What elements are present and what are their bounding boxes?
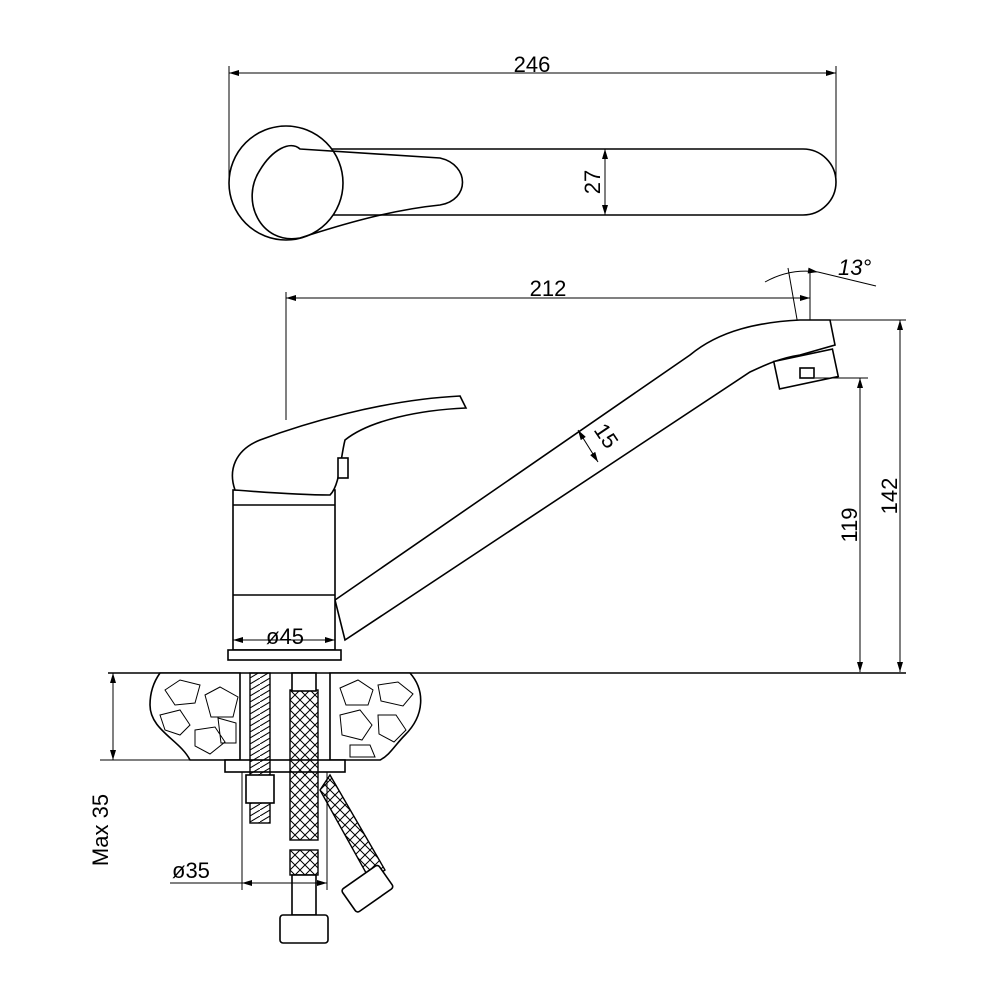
dimension-label-119: 119 (837, 507, 862, 542)
dimension-label-142: 142 (877, 478, 902, 515)
faucet-body (232, 489, 336, 651)
lever-indicator (337, 457, 349, 479)
dimension-label-diameter-35: ø35 (172, 858, 210, 883)
lever-handle (231, 395, 468, 496)
hose-nut-right (341, 864, 394, 913)
lever-top-shape (251, 144, 464, 240)
hose-left (289, 689, 319, 841)
top-view: 246 27 (228, 52, 837, 241)
dimension-label-diameter-45: ø45 (266, 624, 304, 649)
countertop-section: Max 35 ø35 (88, 672, 906, 944)
spout (334, 319, 836, 642)
mounting-nut (245, 774, 275, 804)
dimension-label-246: 246 (514, 52, 551, 77)
dimension-label-27: 27 (580, 170, 605, 194)
hose-right (319, 773, 386, 882)
base-ring (227, 649, 342, 661)
dimension-label-13-deg: 13° (838, 255, 871, 280)
dimension-label-max-35: Max 35 (88, 794, 113, 866)
handle-base-circle (228, 125, 344, 241)
handle-top-outline (300, 148, 837, 216)
side-view: 212 13° 15 ø45 119 142 (227, 255, 906, 672)
hose-nut-left (279, 914, 329, 944)
mounting-plate (224, 759, 346, 773)
dimension-label-212: 212 (530, 276, 567, 301)
